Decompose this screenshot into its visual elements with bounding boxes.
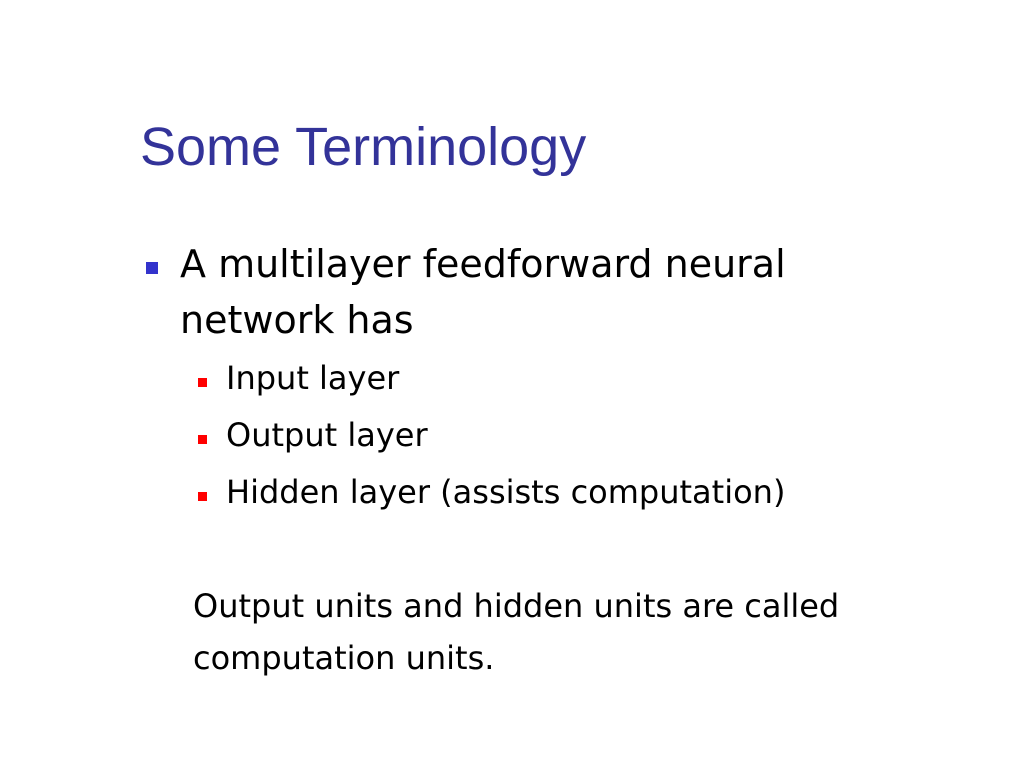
sub-bullet-hidden-layer: Hidden layer (assists computation): [226, 473, 786, 511]
slide-title: Some Terminology: [140, 117, 587, 177]
bullet-text: A multilayer feedforward neural network …: [180, 242, 786, 342]
square-bullet-icon: [198, 435, 207, 444]
sub-bullet-input-layer: Input layer: [226, 359, 400, 397]
square-bullet-icon: [146, 262, 158, 274]
note-text: Output units and hidden units are called…: [193, 587, 840, 677]
sub-bullet-output-layer: Output layer: [226, 416, 428, 454]
square-bullet-icon: [198, 378, 207, 387]
square-bullet-icon: [198, 492, 207, 501]
